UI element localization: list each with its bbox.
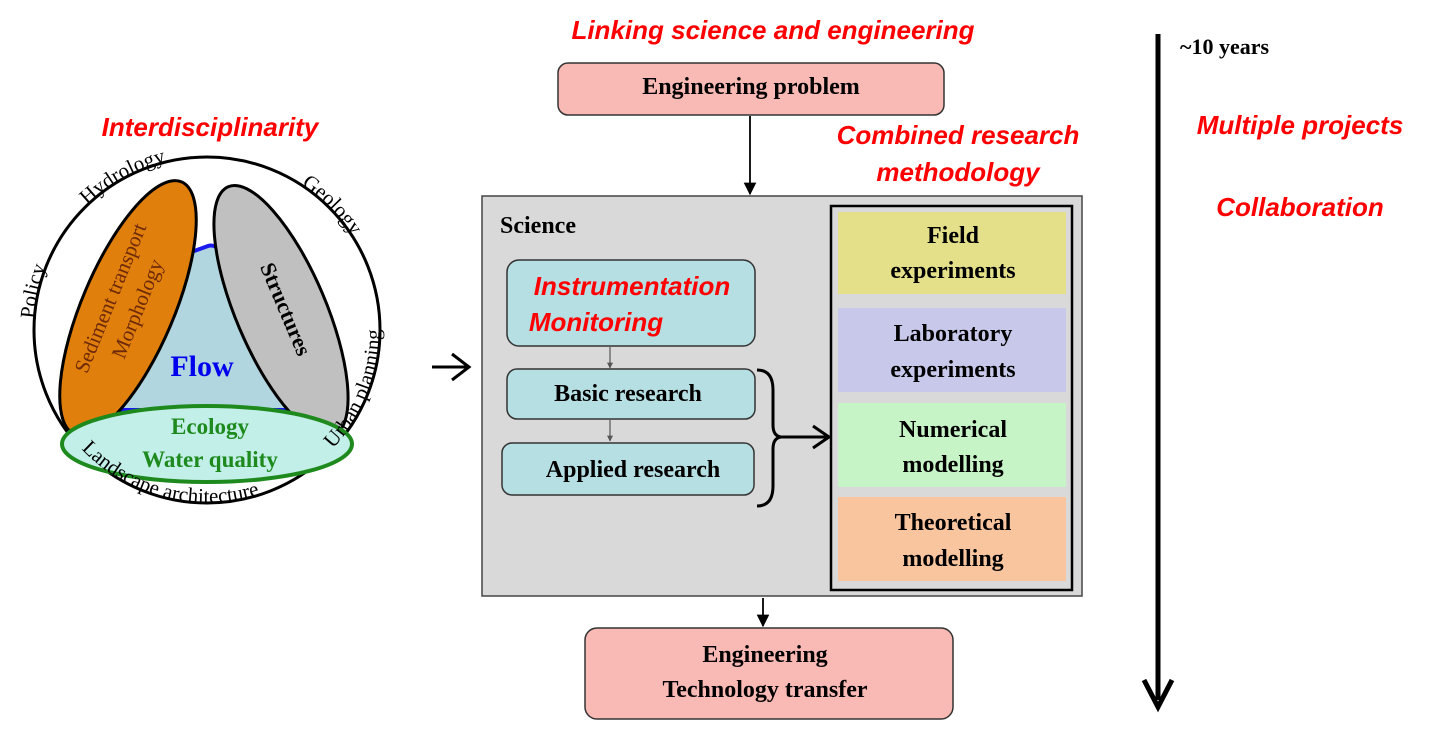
science-label: Science — [500, 213, 576, 239]
multiple-projects-heading: Multiple projects — [1197, 110, 1404, 140]
field-experiments-box — [838, 212, 1066, 294]
ecology-ellipse — [60, 404, 354, 484]
timeline-arrow — [1141, 34, 1175, 713]
theoretical-modelling-box — [838, 497, 1066, 581]
basic-research-label: Basic research — [554, 381, 702, 407]
applied-research-label: Applied research — [546, 457, 720, 483]
ecology-label-line1: Ecology — [171, 414, 249, 439]
instrumentation-label-line1: Instrumentation — [534, 271, 730, 301]
laboratory-label-line1: Laboratory — [894, 321, 1013, 347]
theoretical-label-line1: Theoretical — [895, 510, 1012, 536]
theoretical-label-line2: modelling — [902, 546, 1003, 572]
combined-heading-line1: Combined research — [837, 120, 1080, 150]
brace-to-methods-arrow — [781, 424, 832, 450]
engineering-problem-label: Engineering problem — [642, 74, 860, 100]
circle-to-science-arrow — [432, 352, 472, 382]
linking-heading: Linking science and engineering — [571, 15, 974, 45]
flow-label: Flow — [170, 350, 234, 383]
engineering-label-line1: Engineering — [702, 642, 827, 668]
collaboration-heading: Collaboration — [1216, 192, 1384, 222]
interdisciplinarity-circle: Flow Sediment transport Morphology Struc… — [15, 143, 385, 508]
engineering-problem-box — [557, 62, 945, 116]
numerical-modelling-box — [838, 403, 1066, 487]
combined-heading-line2: methodology — [876, 157, 1041, 187]
years-label: ~10 years — [1180, 34, 1269, 59]
instrumentation-box — [506, 259, 756, 347]
field-label-line1: Field — [927, 223, 980, 249]
engineering-transfer-box — [584, 627, 954, 720]
applied-research-box — [501, 442, 755, 496]
numerical-label-line2: modelling — [902, 452, 1003, 478]
laboratory-label-line2: experiments — [890, 357, 1015, 383]
field-label-line2: experiments — [890, 258, 1015, 284]
laboratory-experiments-box — [838, 308, 1066, 392]
ecology-label-line2: Water quality — [142, 447, 278, 472]
basic-research-box — [506, 368, 756, 420]
interdisciplinarity-heading: Interdisciplinarity — [102, 112, 320, 142]
engineering-label-line2: Technology transfer — [662, 677, 867, 703]
numerical-label-line1: Numerical — [899, 417, 1007, 443]
instrumentation-label-line2: Monitoring — [529, 307, 663, 337]
